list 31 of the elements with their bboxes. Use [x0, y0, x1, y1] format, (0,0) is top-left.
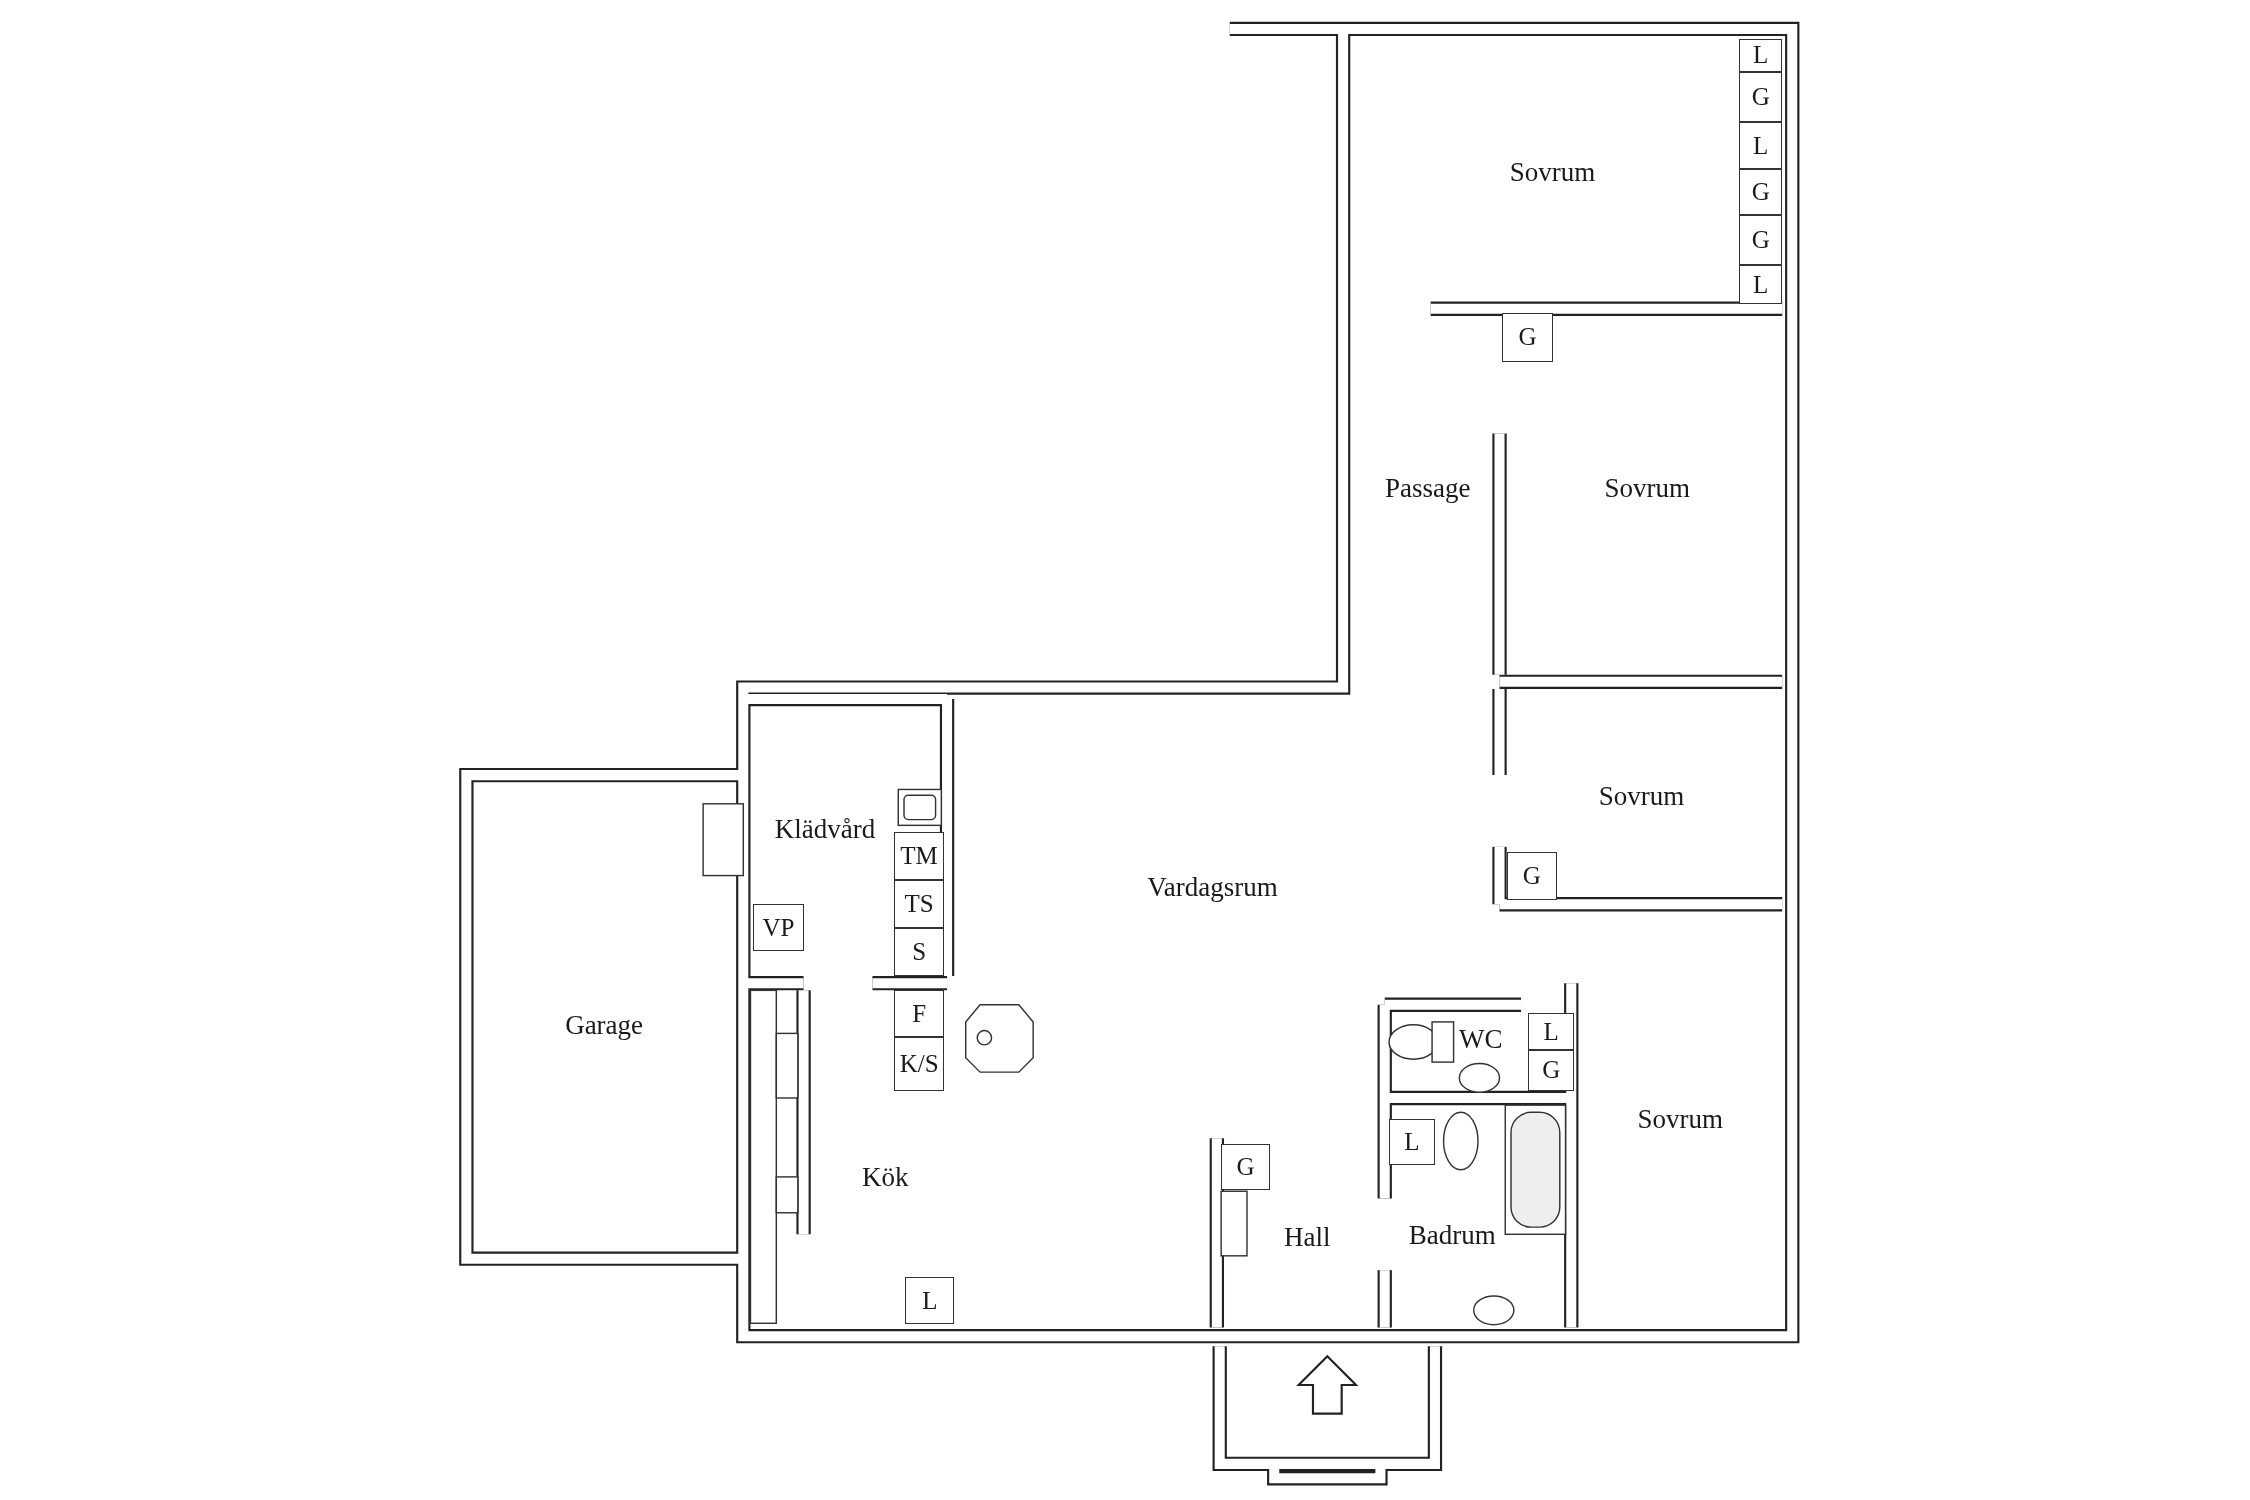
- room-label: Sovrum: [1598, 780, 1685, 812]
- room-label: Sovrum: [1509, 156, 1596, 188]
- room-label: Passage: [1385, 472, 1471, 504]
- room-label: Badrum: [1408, 1220, 1496, 1251]
- storage-unit: TS: [893, 879, 945, 929]
- storage-unit: TM: [893, 832, 945, 880]
- room-label: Hall: [1284, 1221, 1331, 1253]
- storage-unit: L: [1528, 1013, 1575, 1051]
- storage-unit: G: [1502, 312, 1553, 362]
- room-label: Sovrum: [1637, 1103, 1724, 1135]
- storage-unit: G: [1506, 852, 1557, 900]
- storage-unit: K/S: [893, 1037, 945, 1091]
- room-label: Klädvård: [774, 813, 876, 845]
- storage-unit: G: [1221, 1143, 1270, 1190]
- storage-unit: G: [1739, 71, 1783, 122]
- storage-unit: G: [1528, 1050, 1575, 1091]
- storage-unit: L: [1739, 265, 1783, 305]
- room-label: Kök: [862, 1161, 909, 1193]
- storage-unit: G: [1739, 169, 1783, 216]
- storage-unit: G: [1739, 215, 1783, 266]
- room-label: Sovrum: [1604, 472, 1691, 504]
- room-label: WC: [1459, 1023, 1503, 1055]
- storage-unit: L: [1739, 121, 1783, 170]
- room-label: Vardagsrum: [1147, 871, 1278, 903]
- storage-unit: L: [1389, 1119, 1435, 1166]
- storage-unit: L: [1739, 38, 1783, 72]
- storage-unit: L: [905, 1277, 955, 1325]
- storage-unit: VP: [753, 904, 804, 952]
- room-label: Garage: [565, 1009, 644, 1041]
- storage-unit: F: [893, 990, 945, 1038]
- storage-unit: S: [893, 928, 945, 976]
